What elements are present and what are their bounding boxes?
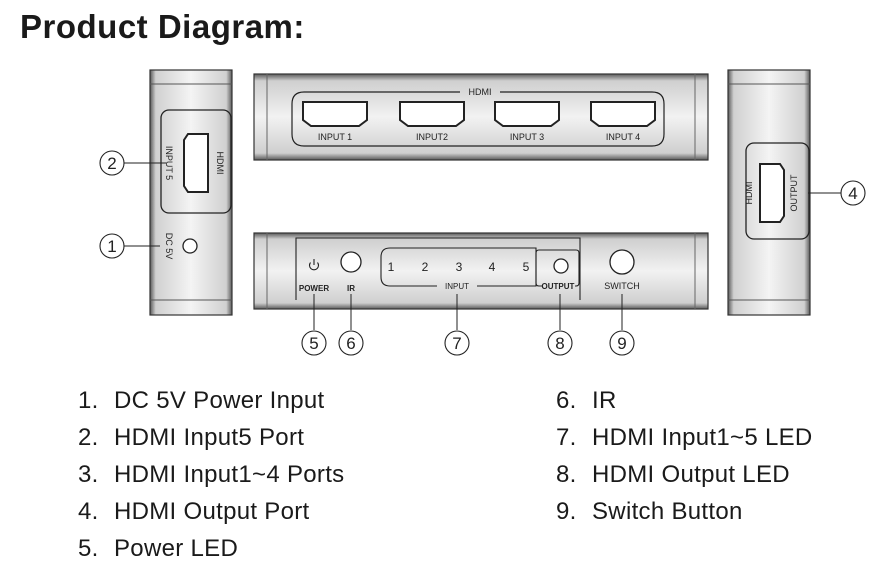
legend-number: 8. (556, 461, 577, 488)
back-panel: HDMI INPUT 1 INPUT2 INPUT 3 INPUT 4 (253, 73, 709, 161)
front-panel: POWER IR 1 2 3 4 5 INPUT OUTPUT SWITCH (253, 232, 709, 310)
right-side-panel: HDMI OUTPUT (727, 69, 811, 316)
callout-9: 9 (609, 330, 635, 356)
legend-item-2: 2. HDMI Input5 Port (78, 424, 304, 452)
hdmi-output-sublabel: OUTPUT (789, 174, 799, 212)
legend-number: 2. (78, 424, 99, 451)
output-led-label: OUTPUT (542, 282, 575, 291)
legend-text: HDMI Input1~5 LED (592, 424, 813, 451)
callout-4: 4 (840, 180, 866, 206)
switch-button[interactable] (609, 249, 635, 275)
legend-text: HDMI Output LED (592, 461, 790, 488)
led-3-label: 3 (456, 260, 463, 274)
switch-label: SWITCH (604, 281, 640, 291)
led-4-label: 4 (489, 260, 496, 274)
legend-number: 7. (556, 424, 577, 451)
svg-text:6: 6 (346, 334, 355, 353)
svg-text:9: 9 (617, 334, 626, 353)
legend-text: Switch Button (592, 498, 743, 525)
callout-5: 5 (301, 330, 327, 356)
page-title: Product Diagram: (20, 8, 305, 45)
legend-number: 4. (78, 498, 99, 525)
svg-text:8: 8 (555, 334, 564, 353)
legend-text: DC 5V Power Input (114, 387, 325, 414)
legend-item-9: 9. Switch Button (556, 498, 743, 526)
hdmi-input4-port[interactable] (590, 101, 656, 127)
legend-text: Power LED (114, 535, 239, 562)
svg-text:2: 2 (107, 154, 116, 173)
svg-text:5: 5 (309, 334, 318, 353)
input-led-group-label: INPUT (445, 282, 469, 291)
callout-8: 8 (547, 330, 573, 356)
input1-label: INPUT 1 (318, 132, 352, 142)
legend-number: 5. (78, 535, 99, 562)
legend-item-4: 4. HDMI Output Port (78, 498, 310, 526)
legend-text: HDMI Input1~4 Ports (114, 461, 345, 488)
svg-text:1: 1 (107, 237, 116, 256)
hdmi-output-label: HDMI (744, 182, 754, 205)
power-icon (308, 259, 320, 271)
hdmi-input5-sublabel: INPUT 5 (164, 146, 174, 180)
callout-1: 1 (99, 233, 125, 259)
legend-number: 9. (556, 498, 577, 525)
led-5-label: 5 (523, 260, 530, 274)
legend-number: 6. (556, 387, 577, 414)
callout-2: 2 (99, 150, 125, 176)
hdmi-input5-frame (160, 109, 232, 214)
dc-5v-label: DC 5V (164, 233, 174, 260)
hdmi-output-frame (745, 142, 810, 240)
hdmi-output-port[interactable] (759, 163, 785, 223)
legend-number: 1. (78, 387, 99, 414)
legend-item-7: 7. HDMI Input1~5 LED (556, 424, 813, 452)
input2-label: INPUT2 (416, 132, 448, 142)
ir-label: IR (347, 284, 355, 293)
led-1-label: 1 (388, 260, 395, 274)
legend-number: 3. (78, 461, 99, 488)
legend-text: IR (592, 387, 617, 414)
left-side-panel: INPUT 5 HDMI DC 5V (149, 69, 233, 316)
legend-item-5: 5. Power LED (78, 535, 238, 563)
hdmi-input5-port[interactable] (183, 133, 209, 193)
input4-label: INPUT 4 (606, 132, 640, 142)
legend-item-6: 6. IR (556, 387, 617, 415)
dc-5v-jack[interactable] (182, 238, 198, 254)
legend-text: HDMI Input5 Port (114, 424, 305, 451)
legend-item-8: 8. HDMI Output LED (556, 461, 790, 489)
power-label: POWER (299, 284, 329, 293)
legend-item-3: 3. HDMI Input1~4 Ports (78, 461, 344, 489)
callout-6: 6 (338, 330, 364, 356)
output-led (553, 258, 569, 274)
hdmi-input5-label: HDMI (215, 152, 225, 175)
input3-label: INPUT 3 (510, 132, 544, 142)
legend-text: HDMI Output Port (114, 498, 310, 525)
hdmi-input3-port[interactable] (494, 101, 560, 127)
hdmi-input1-port[interactable] (302, 101, 368, 127)
ir-sensor (340, 251, 362, 273)
hdmi-group-label: HDMI (469, 87, 492, 97)
product-diagram: INPUT 5 HDMI DC 5V HDMI INPUT 1 INPUT2 I… (99, 69, 866, 356)
hdmi-input2-port[interactable] (399, 101, 465, 127)
svg-text:7: 7 (452, 334, 461, 353)
leader-lines (124, 162, 841, 330)
svg-text:4: 4 (848, 184, 857, 203)
led-2-label: 2 (422, 260, 429, 274)
callout-7: 7 (444, 330, 470, 356)
legend-item-1: 1. DC 5V Power Input (78, 387, 325, 415)
